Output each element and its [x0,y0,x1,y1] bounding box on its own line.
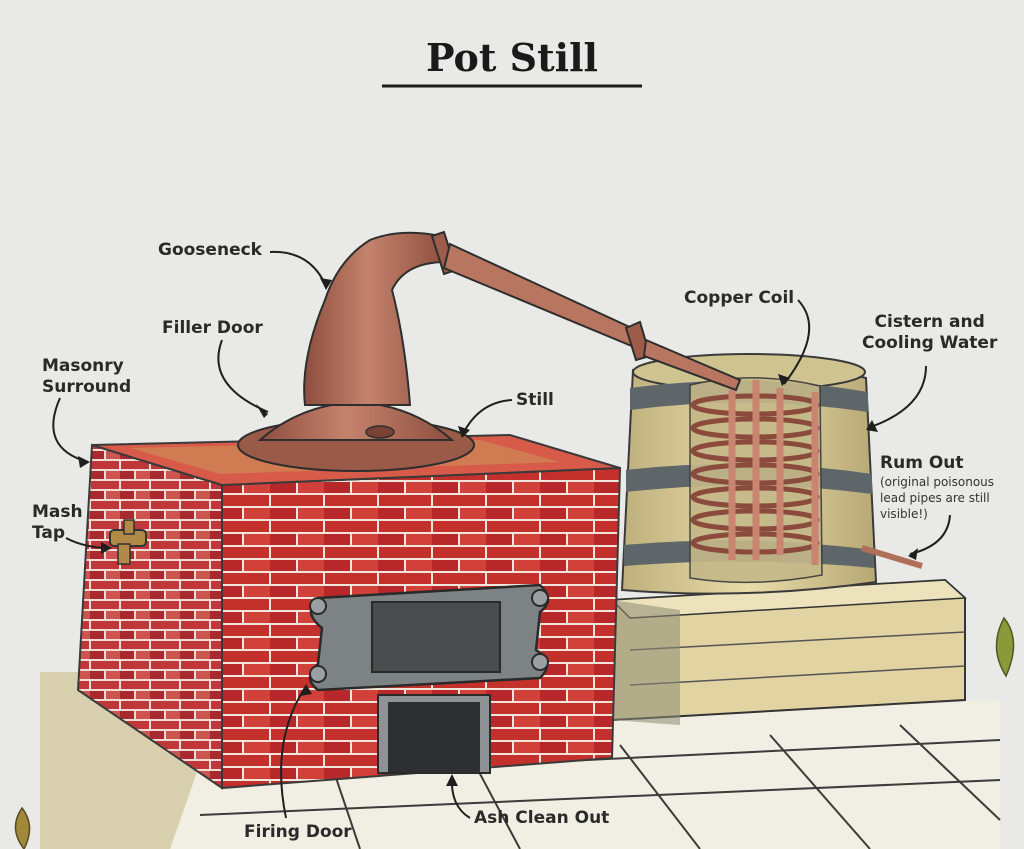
gooseneck-arrow [269,250,327,287]
ash-clean-out [377,694,491,774]
cistern-line-1: Cistern and [874,312,985,332]
rum-out-title: Rum Out [880,453,964,473]
firing-door-arrow [280,685,307,819]
firing-door-label: Firing Door [244,822,352,842]
leaf-right [995,616,1015,678]
cistern-tank [620,353,878,595]
diagram-title: Pot Still [426,35,598,80]
copper-coil [690,380,923,569]
mash-tap-line-2: Tap [32,523,66,543]
arrow-heads [78,278,918,786]
masonry-surround-line-2: Surround [42,377,132,397]
cistern-base [610,578,967,725]
mash-tap-line-1: Mash [32,502,83,522]
firing-door [308,583,550,692]
filler-door-label: Filler Door [162,318,263,338]
still-arrow [461,399,513,437]
filler-door-arrow [217,339,269,413]
copper-coil-arrow [783,299,811,385]
masonry-surround-line-1: Masonry [42,356,124,376]
leaf-left [14,806,31,849]
rum-out-note-line-3: visible!) [880,507,928,521]
copper-coil-label: Copper Coil [684,288,795,308]
cistern-arrow [867,365,927,429]
mash-tap-label: Mash Tap [32,502,83,544]
masonry-surround-arrow [52,397,89,463]
rum-out-label: Rum Out (original poisonous lead pipes a… [880,453,994,522]
mash-tap [109,519,147,565]
cistern-label: Cistern and Cooling Water [862,312,997,354]
masonry-surround-label: Masonry Surround [42,356,131,398]
rum-out-note-line-2: lead pipes are still [880,491,990,505]
rum-out-note-line-1: (original poisonous [880,475,995,489]
cistern-line-2: Cooling Water [862,333,998,353]
gooseneck-label: Gooseneck [158,240,262,260]
copper-still [237,230,742,472]
still-label: Still [516,390,554,410]
ash-clean-out-label: Ash Clean Out [474,808,610,828]
